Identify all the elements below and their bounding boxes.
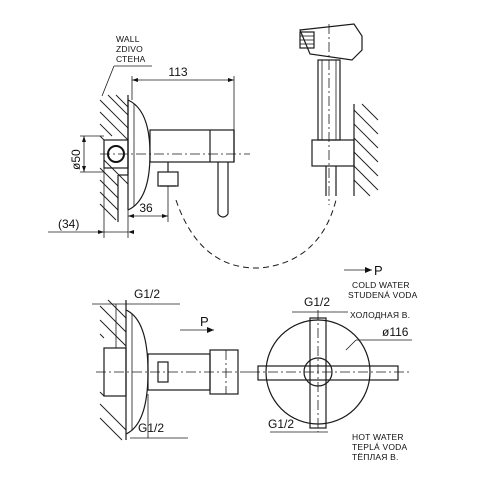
hand-shower-view [299, 23, 379, 205]
valve-body [149, 129, 235, 163]
section-view-bottom: P G1/2 G1/2 [92, 287, 250, 441]
shower-head [299, 23, 363, 61]
rosette-profile [127, 99, 151, 211]
front-view-bottom: G1/2 ø116 P COLD WATER STUDENÁ VODA ХОЛО… [250, 263, 418, 462]
dim-g12-top-right: G1/2 [304, 295, 330, 309]
side-view-top: 113 ø50 36 (34) WALL ZDIVO СТЕНА [48, 34, 250, 238]
dim-113: 113 [168, 65, 187, 79]
wall-top-left [99, 94, 129, 222]
label-cold-en: COLD WATER [352, 280, 410, 290]
label-hot-en: HOT WATER [352, 432, 404, 442]
label-hot-ru: ТЁПЛАЯ В. [352, 452, 399, 462]
dim-diameter-116: ø116 [382, 325, 409, 339]
lever-tip [217, 213, 229, 218]
shower-holder [311, 139, 355, 167]
marker-p-top: P [374, 263, 383, 278]
marker-p-left: P [200, 314, 209, 329]
hose-path [175, 199, 337, 269]
dim-g12-top-left: G1/2 [134, 287, 160, 301]
dim-g12-bottom-right: G1/2 [268, 417, 294, 431]
dim-36: 36 [139, 201, 153, 215]
dim-g12-bottom-left: G1/2 [138, 421, 164, 435]
label-wall-ru: СТЕНА [116, 54, 146, 64]
hose-connector [157, 171, 179, 187]
label-cold-cz: STUDENÁ VODA [348, 290, 418, 300]
dim-diameter-50: ø50 [69, 149, 83, 170]
label-wall-en: WALL [116, 34, 140, 44]
label-cold-ru: ХОЛОДНАЯ В. [350, 310, 410, 320]
dim-34: (34) [58, 217, 79, 231]
label-wall-cz: ZDIVO [116, 44, 143, 54]
label-hot-cz: TEPLÁ VODA [352, 442, 408, 452]
cross-horizontal [257, 365, 399, 381]
